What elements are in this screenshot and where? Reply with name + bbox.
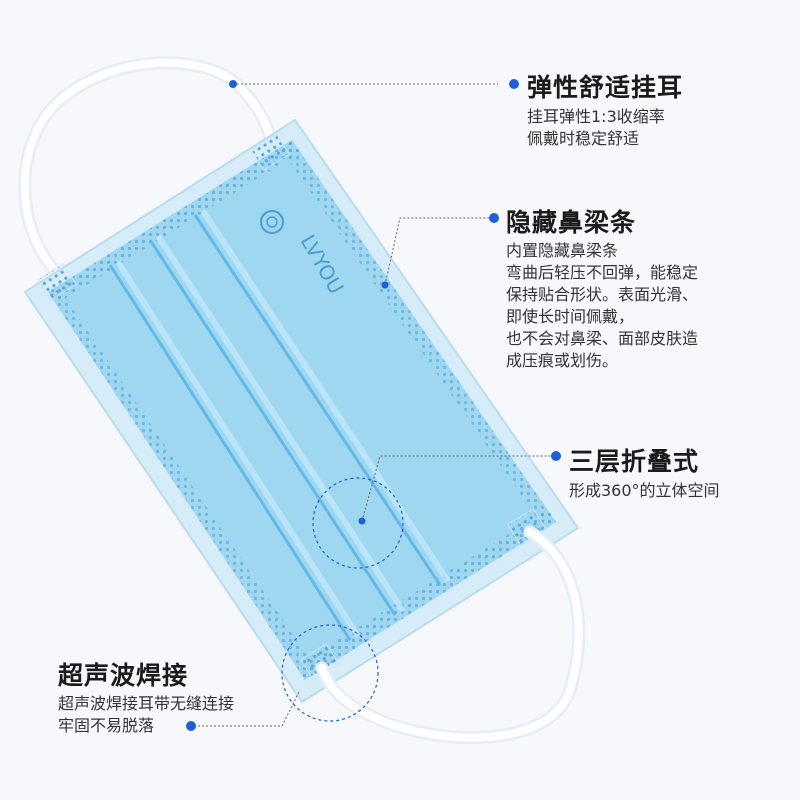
callout-desc-weld: 超声波焊接耳带无缝连接 牢固不易脱落 [58, 693, 234, 737]
marker-dot [489, 213, 499, 223]
pleats [108, 214, 442, 641]
brand-logo [260, 210, 284, 234]
marker-dot [229, 80, 237, 88]
callout-title-ear-loop: 弹性舒适挂耳 [527, 73, 684, 102]
callout-desc-ear-loop: 挂耳弹性1:3收缩率 佩戴时稳定舒适 [527, 106, 665, 150]
marker-dot [358, 517, 366, 525]
marker-dot [186, 721, 196, 731]
highlight-circle-weld [281, 624, 379, 722]
desc-line: 牢固不易脱落 [58, 716, 155, 735]
desc-line: 形成360°的立体空间 [569, 481, 720, 500]
callout-title-fold: 三层折叠式 [569, 447, 700, 476]
marker-dot [551, 451, 561, 461]
mask-body [48, 140, 556, 680]
desc-line: 也不会对鼻梁、面部皮肤造 [506, 329, 699, 348]
desc-line: 内置隐藏鼻梁条 [506, 241, 619, 260]
desc-line: 佩戴时稳定舒适 [527, 129, 640, 148]
callout-desc-nose-bridge: 内置隐藏鼻梁条 弯曲后轻压不回弹，能稳定 保持贴合形状。表面光滑、 即使长时间佩… [506, 240, 698, 372]
callout-title-nose-bridge: 隐藏鼻梁条 [506, 208, 637, 237]
desc-line: 弯曲后轻压不回弹，能稳定 [506, 263, 699, 282]
highlight-circle-fold [312, 477, 404, 569]
desc-line: 即使长时间佩戴， [506, 307, 635, 326]
marker-dot [381, 281, 389, 289]
callout-title-weld: 超声波焊接 [58, 661, 189, 690]
callout-desc-fold: 形成360°的立体空间 [569, 480, 720, 502]
desc-line: 保持贴合形状。表面光滑、 [506, 285, 699, 304]
desc-line: 成压痕或划伤。 [506, 351, 619, 370]
marker-dot [509, 79, 519, 89]
desc-line: 挂耳弹性1:3收缩率 [527, 107, 665, 126]
desc-line: 超声波焊接耳带无缝连接 [58, 694, 235, 713]
